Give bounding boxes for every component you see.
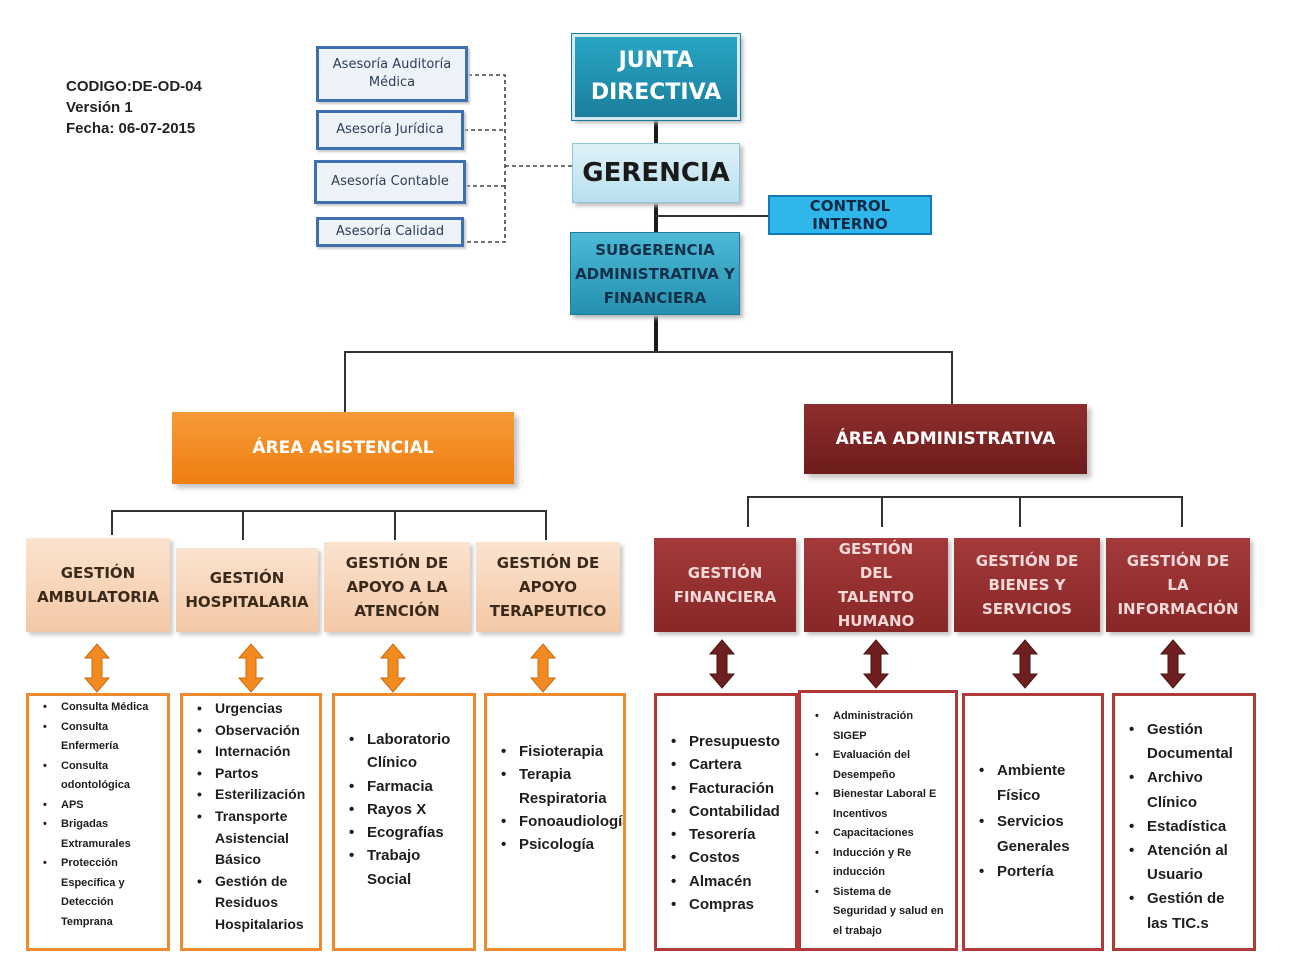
list-item: Portería [973, 859, 1093, 885]
list-item: Consulta Enfermería [37, 718, 159, 757]
advisory-contable: Asesoría Contable [314, 160, 466, 204]
area-administrativa-box: ÁREA ADMINISTRATIVA [804, 404, 1087, 474]
list-item: Servicios Generales [973, 809, 1093, 860]
arrow-apoyo-atencion [379, 643, 407, 693]
subgerencia-box: SUBGERENCIA ADMINISTRATIVA Y FINANCIERA [570, 232, 740, 315]
list-gestion-hospitalaria: Urgencias Observación Internación Partos… [180, 693, 322, 951]
list-item: Atención al Usuario [1123, 839, 1245, 887]
list-item: Evaluación del Desempeño [809, 746, 947, 785]
list-item: Contabilidad [665, 800, 787, 824]
document-version: Versión 1 [66, 99, 133, 116]
list-gestion-apoyo-terapeutico: Fisioterapia Terapia Respiratoria Fonoau… [484, 693, 626, 951]
unit-gestion-financiera: GESTIÓN FINANCIERA [654, 538, 796, 632]
unit-gestion-talento-humano: GESTIÓN DEL TALENTO HUMANO [804, 538, 948, 632]
list-item: Consulta Médica [37, 698, 159, 718]
list-item: Presupuesto [665, 730, 787, 754]
list-item: Cartera [665, 753, 787, 777]
list-item: Gestión de las TIC.s [1123, 887, 1245, 935]
document-code-block: CODIGO:DE-OD-04 Versión 1 Fecha: 06-07-2… [66, 76, 202, 139]
list-item: Esterilización [191, 784, 311, 806]
unit-gestion-apoyo-terapeutico: GESTIÓN DE APOYO TERAPEUTICO [476, 542, 620, 632]
unit-gestion-bienes-servicios: GESTIÓN DE BIENES Y SERVICIOS [954, 538, 1100, 632]
unit-gestion-hospitalaria: GESTIÓN HOSPITALARIA [176, 548, 318, 632]
list-item: Almacén [665, 870, 787, 894]
list-item: Compras [665, 893, 787, 917]
list-item: Capacitaciones [809, 824, 947, 844]
arrow-hospitalaria [237, 643, 265, 693]
list-item: Consulta odontológica [37, 757, 159, 796]
list-item: Urgencias [191, 698, 311, 720]
list-item: Administración SIGEP [809, 707, 947, 746]
list-item: Fonoaudiología [495, 810, 623, 834]
list-item: Estadística [1123, 815, 1245, 839]
list-gestion-ambulatoria: Consulta Médica Consulta Enfermería Cons… [26, 693, 170, 951]
list-item: Sistema de Seguridad y salud en el traba… [809, 883, 947, 942]
advisory-calidad: Asesoría Calidad [316, 217, 464, 247]
list-item: Bienestar Laboral E Incentivos [809, 785, 947, 824]
arrow-talento-humano [862, 639, 890, 689]
list-item: Rayos X [343, 798, 465, 822]
area-asistencial-box: ÁREA ASISTENCIAL [172, 412, 514, 484]
list-item: Laboratorio Clínico [343, 728, 465, 775]
list-gestion-bienes-servicios: Ambiente Físico Servicios Generales Port… [962, 693, 1104, 951]
unit-gestion-apoyo-atencion: GESTIÓN DE APOYO A LA ATENCIÓN [324, 542, 470, 632]
list-item: APS [37, 796, 159, 816]
junta-directiva-box: JUNTA DIRECTIVA [571, 33, 741, 121]
list-item: Fisioterapia [495, 740, 615, 764]
unit-gestion-ambulatoria: GESTIÓN AMBULATORIA [26, 538, 170, 632]
document-code: CODIGO:DE-OD-04 [66, 78, 202, 95]
list-item: Transporte Asistencial Básico [191, 806, 311, 871]
list-item: Partos [191, 763, 311, 785]
list-item: Gestión de Residuos Hospitalarios [191, 871, 311, 936]
advisory-juridica: Asesoría Jurídica [316, 110, 464, 150]
list-item: Psicología [495, 833, 615, 857]
list-gestion-informacion: Gestión Documental Archivo Clínico Estad… [1112, 693, 1256, 951]
list-item: Brigadas Extramurales [37, 815, 159, 854]
list-item: Observación [191, 720, 311, 742]
list-item: Protección Específica y Detección Tempra… [37, 854, 159, 932]
list-item: Ambiente Físico [973, 758, 1093, 809]
arrow-bienes-servicios [1011, 639, 1039, 689]
list-gestion-apoyo-atencion: Laboratorio Clínico Farmacia Rayos X Eco… [332, 693, 476, 951]
arrow-apoyo-terapeutico [529, 643, 557, 693]
gerencia-box: GERENCIA [572, 143, 740, 203]
arrow-ambulatoria [83, 643, 111, 693]
list-item: Trabajo Social [343, 844, 465, 891]
unit-gestion-informacion: GESTIÓN DE LA INFORMACIÓN [1106, 538, 1250, 632]
advisory-auditoria-medica: Asesoría Auditoría Médica [316, 46, 468, 102]
list-item: Gestión Documental [1123, 718, 1245, 766]
document-date: Fecha: 06-07-2015 [66, 120, 196, 137]
list-item: Facturación [665, 777, 787, 801]
list-item: Internación [191, 741, 311, 763]
list-gestion-talento-humano: Administración SIGEP Evaluación del Dese… [798, 690, 958, 951]
list-item: Tesorería [665, 823, 787, 847]
arrow-financiera [708, 639, 736, 689]
list-item: Archivo Clínico [1123, 766, 1245, 814]
list-item: Farmacia [343, 775, 465, 799]
control-interno-box: CONTROL INTERNO [768, 195, 932, 235]
list-gestion-financiera: Presupuesto Cartera Facturación Contabil… [654, 693, 798, 951]
list-item: Ecografías [343, 821, 465, 845]
list-item: Terapia Respiratoria [495, 763, 615, 810]
list-item: Inducción y Re inducción [809, 844, 947, 883]
arrow-informacion [1159, 639, 1187, 689]
list-item: Costos [665, 846, 787, 870]
